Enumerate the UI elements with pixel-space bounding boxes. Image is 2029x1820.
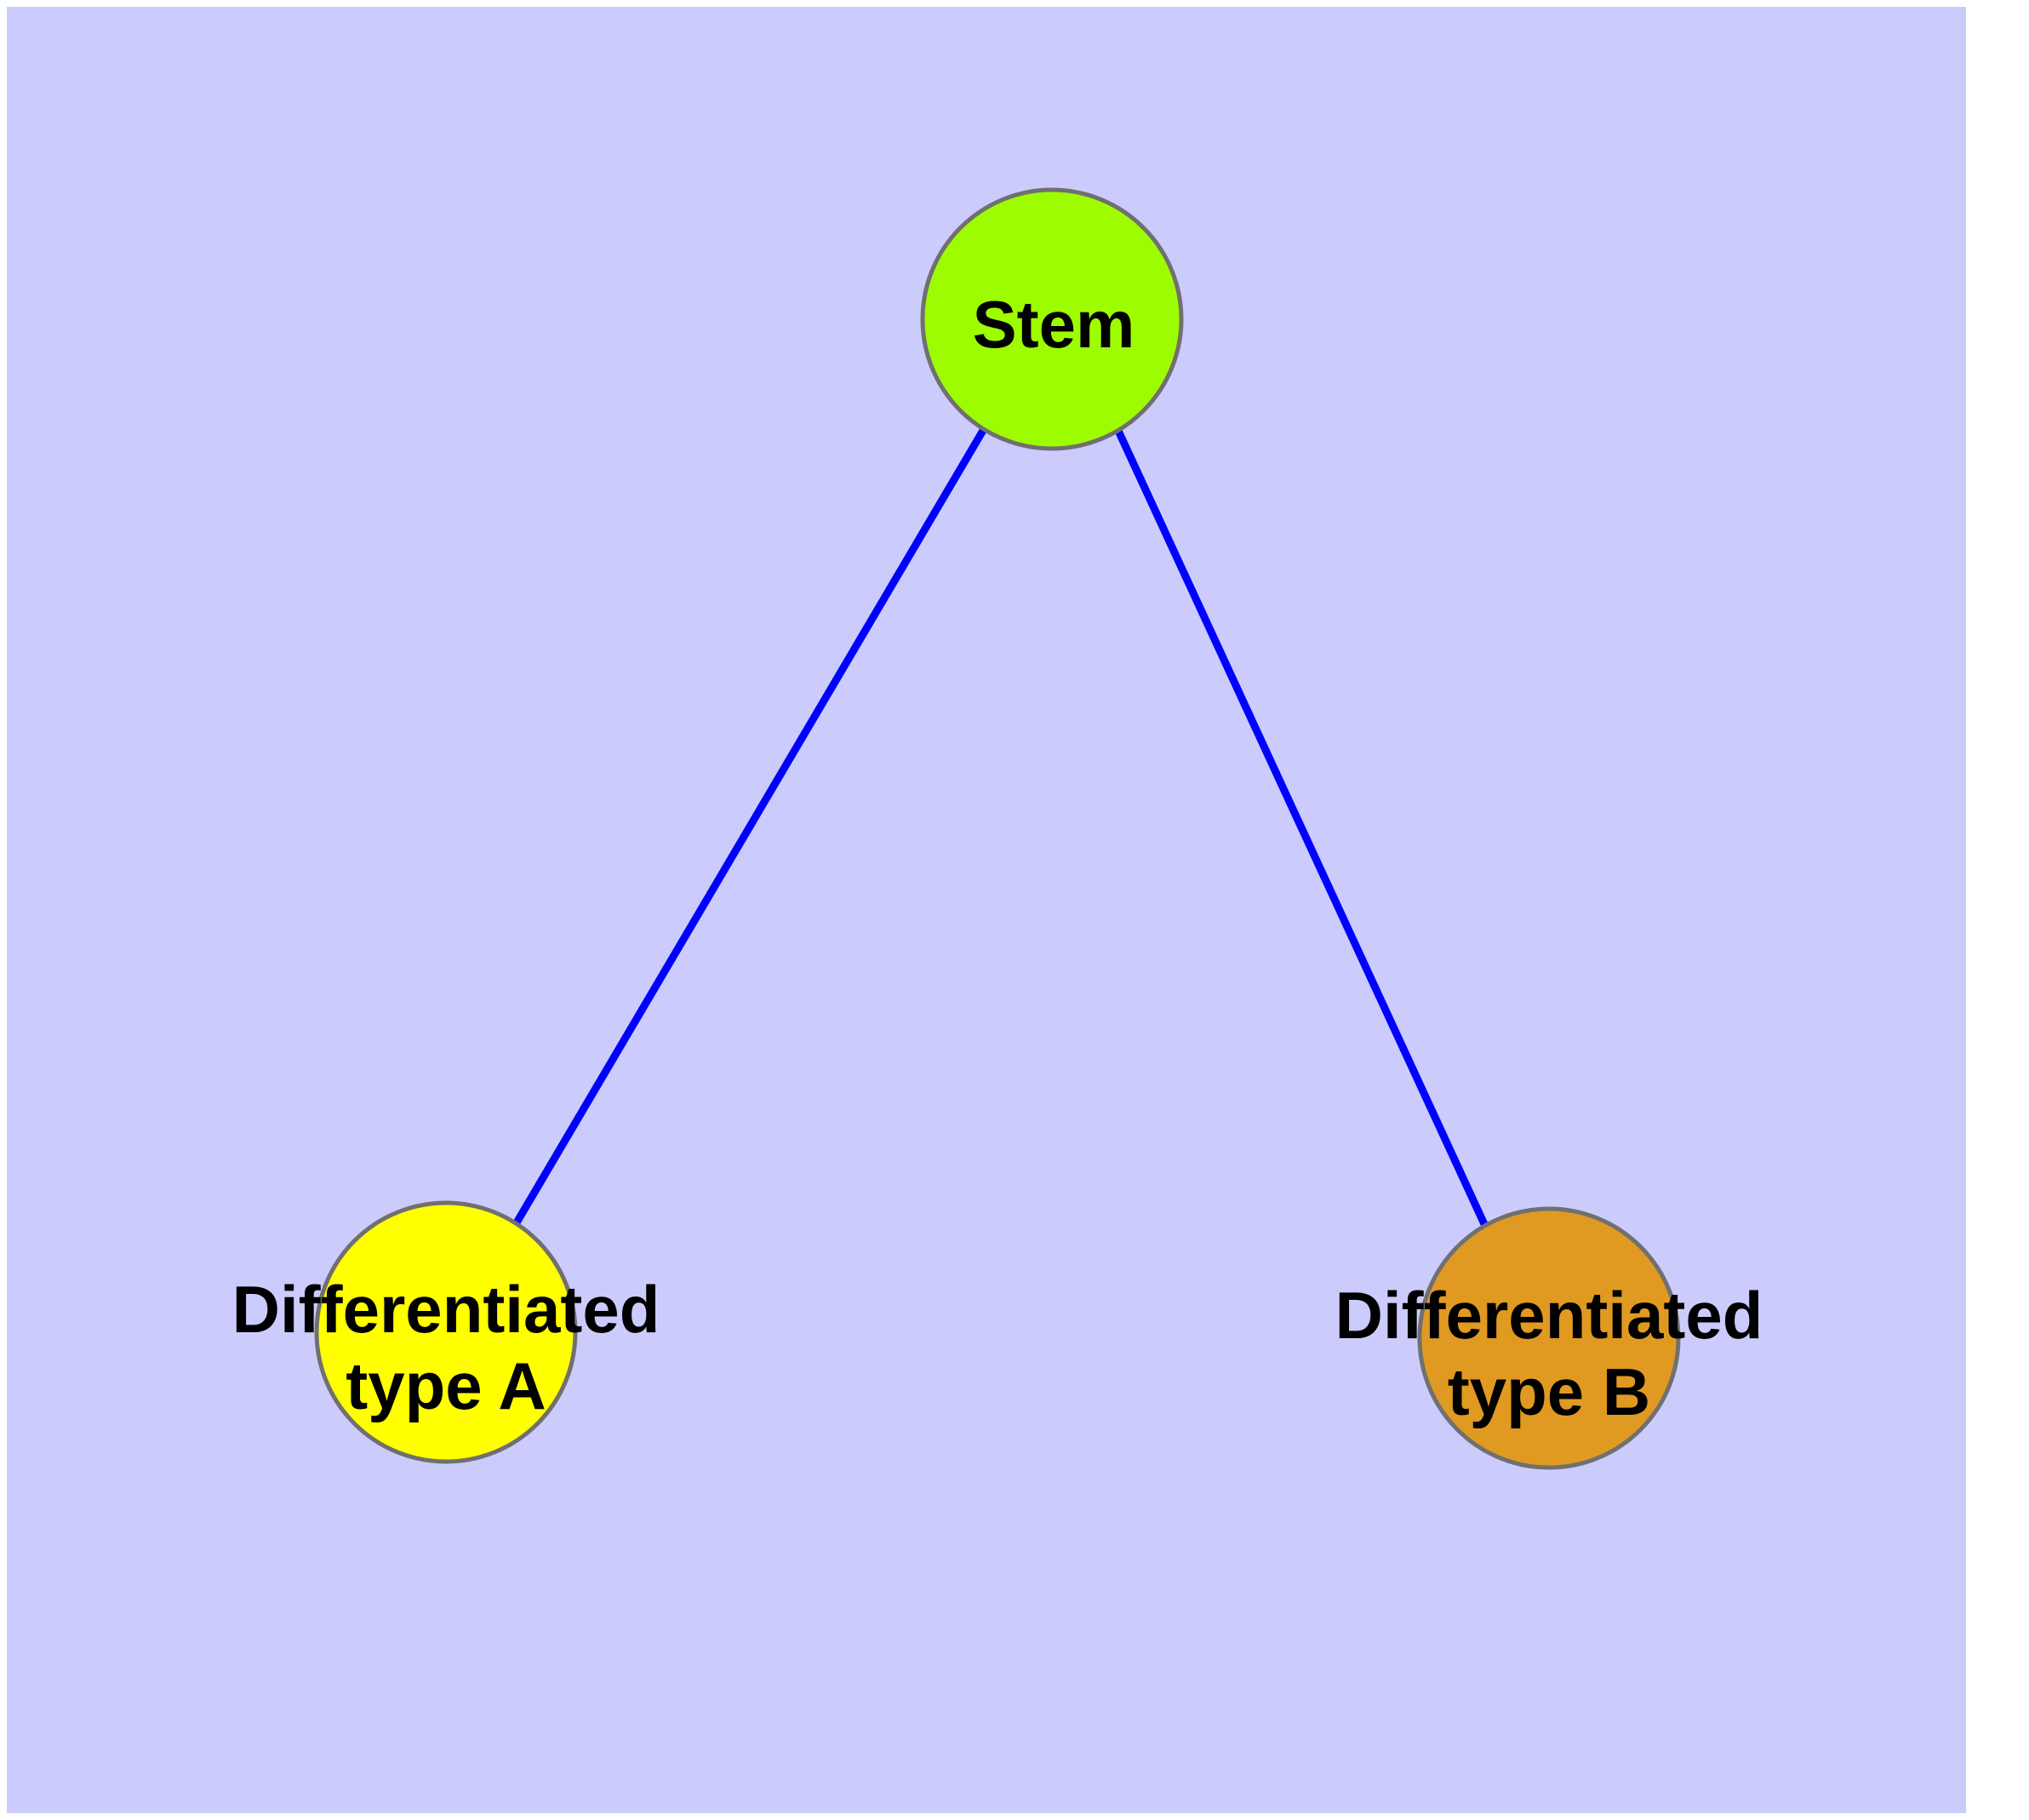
node-diff-b-label-line1: Differentiated (1335, 1278, 1763, 1353)
node-diff-a-label-line1: Differentiated (232, 1272, 660, 1347)
nodes-layer (314, 187, 1681, 1470)
labels-layer: Stem Differentiated type A Differentiate… (232, 287, 1763, 1429)
node-stem-circle[interactable] (920, 187, 1184, 451)
node-diff-a-label-line2: type A (346, 1348, 546, 1423)
edge-stem-to-diff-b (1114, 429, 1489, 1226)
node-diff-a-circle[interactable] (314, 1200, 578, 1464)
node-stem-label: Stem (973, 287, 1135, 362)
node-diff-b-circle[interactable] (1417, 1206, 1681, 1470)
edges-layer (512, 426, 1489, 1227)
node-diff-b-label-line2: type B (1448, 1354, 1650, 1429)
edge-stem-to-diff-a (512, 426, 987, 1227)
